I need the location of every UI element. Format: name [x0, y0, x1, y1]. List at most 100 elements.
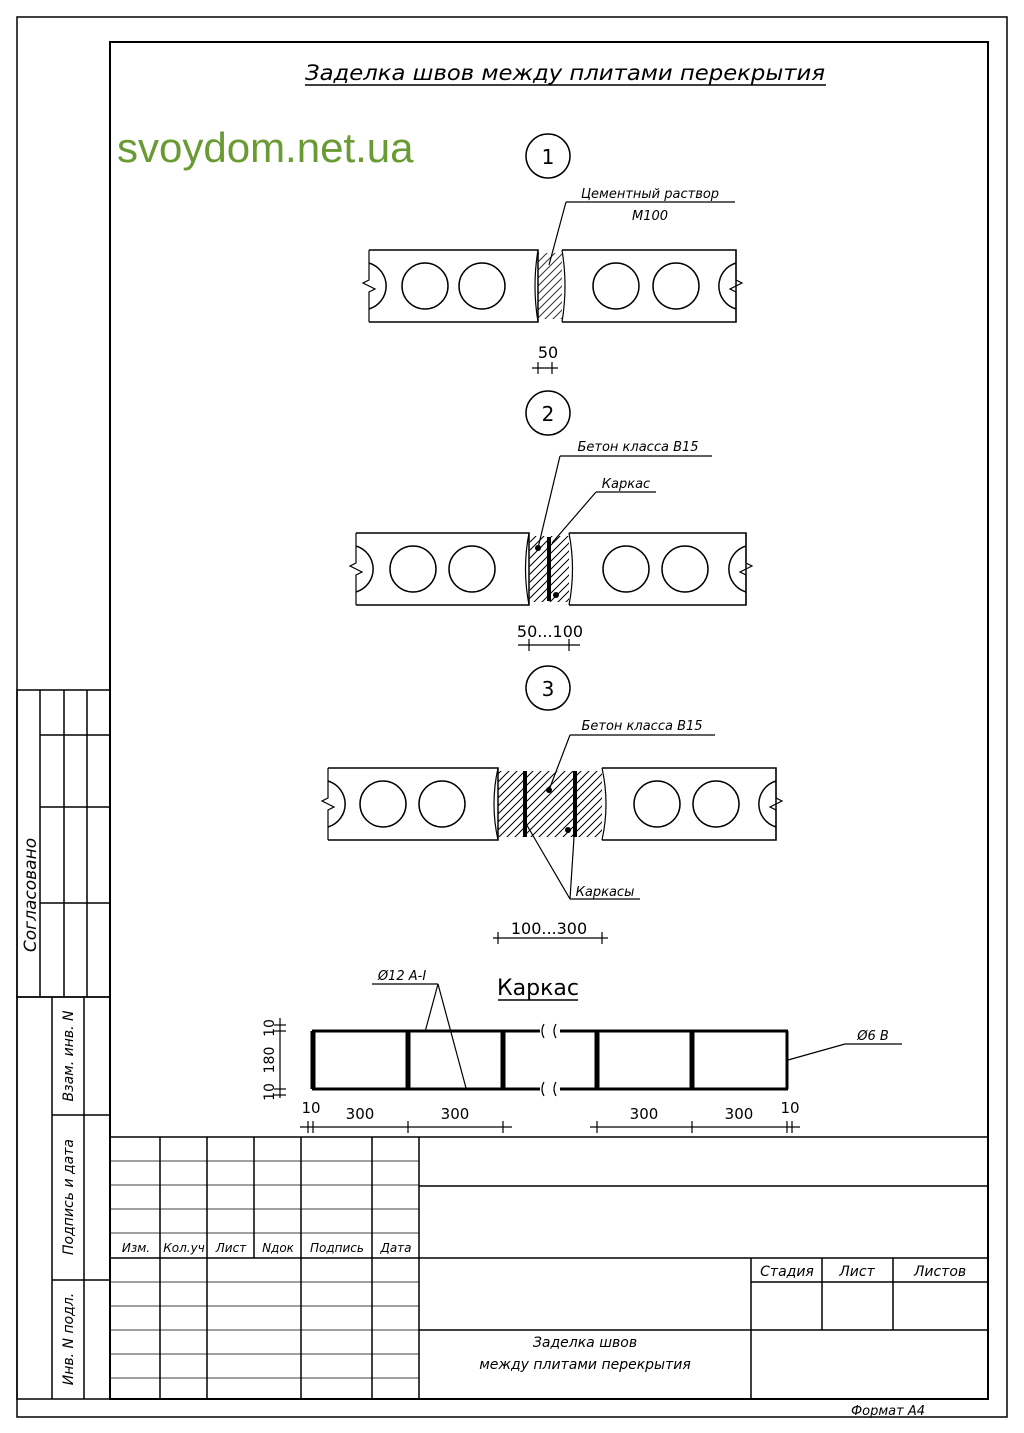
detail-2-void	[389, 545, 437, 593]
side-stamp-agreed: Согласовано	[21, 838, 41, 952]
detail-3-slab-right-break	[768, 768, 784, 840]
detail-1: 1 Цементный раствор М100 50	[361, 133, 744, 374]
title-block-name-2: между плитами перекрытия	[479, 1357, 691, 1373]
detail-3-joint-concrete	[498, 771, 602, 837]
detail-1-slab-left-outline	[369, 249, 539, 323]
detail-2-slab-left-break	[348, 533, 364, 605]
detail-3-label-concrete: Бетон класса В15	[581, 719, 702, 734]
drawing-frame	[109, 41, 989, 1400]
detail-1-slab-right-break	[728, 250, 744, 322]
side-stamp-inv-replace: Взам. инв. N	[61, 1010, 77, 1101]
detail-3-joint-edge	[601, 767, 607, 841]
detail-2-joint-edge	[524, 532, 530, 606]
drawing-title: Заделка швов между плитами перекрытия	[305, 61, 825, 85]
detail-3-slab-right-void-cut	[758, 780, 777, 828]
title-block-thin-rows	[110, 1160, 419, 1379]
detail-2-label-concrete: Бетон класса В15	[577, 440, 698, 455]
detail-2-frame-leader	[551, 491, 597, 544]
detail-2: 2 Бетон класса В15 Каркас 50...100	[348, 390, 754, 651]
side-stamp	[16, 689, 111, 1400]
frame-dim-top: 10	[262, 1019, 278, 1037]
detail-1-joint-edge	[534, 249, 539, 323]
detail-3-slab-left-outline	[328, 767, 499, 841]
detail-3-joint-edge	[493, 767, 499, 841]
detail-3-slab-right-outline	[602, 767, 777, 841]
detail-2-void	[661, 545, 709, 593]
detail-3-marker	[525, 665, 571, 711]
frame-bar-main-leader	[424, 983, 439, 1033]
title-block-name-1: Заделка швов	[533, 1335, 637, 1351]
detail-3-frames-leader	[524, 821, 571, 900]
outer-border	[16, 16, 1008, 1418]
title-block-header-sheet: Лист	[215, 1241, 247, 1255]
detail-2-rebar	[553, 592, 559, 598]
detail-1-number: 1	[542, 145, 555, 169]
detail-3: 3 Бетон класса В15 Каркасы 100...300	[320, 665, 784, 944]
detail-1-marker	[525, 133, 571, 179]
title-block-sheets: Листов	[913, 1264, 966, 1280]
detail-1-joint-edge	[561, 249, 566, 323]
title-block-header-doc: Nдок	[262, 1241, 295, 1255]
detail-1-dimension: 50	[538, 343, 558, 362]
frame-dim-spacing: 300	[630, 1105, 659, 1123]
detail-2-leader	[537, 455, 561, 549]
detail-1-void	[458, 262, 506, 310]
detail-2-label-frame: Каркас	[602, 477, 650, 492]
side-stamp-inv-original: Инв. N подл.	[61, 1293, 77, 1386]
title-block-header-signature: Подпись	[310, 1241, 364, 1255]
frame-break-mark	[541, 1023, 557, 1039]
detail-1-void	[401, 262, 449, 310]
title-block-header-change: Изм.	[122, 1241, 150, 1255]
detail-2-joint-edge	[568, 532, 574, 606]
frame-dim-mid: 180	[262, 1047, 278, 1074]
title-block-header-date: Дата	[379, 1241, 411, 1255]
detail-2-void	[602, 545, 650, 593]
detail-2-marker	[525, 390, 571, 436]
detail-1-slab-right-outline	[562, 249, 737, 323]
detail-3-slab-left-break	[320, 768, 336, 840]
frame-dim-spacing: 300	[346, 1105, 375, 1123]
detail-2-slab-right-void-cut	[728, 545, 747, 593]
format-label: Формат А4	[851, 1404, 925, 1419]
detail-2-dimension: 50...100	[517, 622, 583, 641]
detail-2-slab-left-outline	[356, 532, 530, 606]
frame-bar-main-leader	[437, 983, 467, 1089]
detail-3-rebar	[565, 827, 571, 833]
detail-2-rebar	[535, 545, 541, 551]
side-stamp-sign-date: Подпись и дата	[61, 1139, 77, 1255]
detail-1-label-2: М100	[632, 209, 668, 224]
frame-dim-right-edge: 10	[780, 1099, 799, 1117]
watermark: svoydom.net.ua	[117, 124, 414, 171]
frame-title: Каркас	[497, 976, 579, 1001]
detail-1-label-1: Цементный раствор	[581, 187, 719, 202]
detail-3-void	[359, 780, 407, 828]
detail-2-slab-right-outline	[569, 532, 747, 606]
detail-3-rebar	[546, 787, 552, 793]
title-block-header-qty: Кол.уч	[163, 1241, 205, 1255]
frame-dim-spacing: 300	[725, 1105, 754, 1123]
detail-2-slab-right-break	[738, 533, 754, 605]
detail-3-slab-left-void-cut	[327, 780, 346, 828]
detail-1-joint-mortar	[538, 253, 562, 319]
detail-2-number: 2	[542, 402, 555, 426]
detail-3-label-frames: Каркасы	[576, 885, 635, 900]
frame-break-mark	[541, 1081, 557, 1097]
detail-2-void	[448, 545, 496, 593]
frame-bar-cross-label: Ø6 В	[856, 1029, 889, 1044]
title-block-grid	[110, 1136, 988, 1399]
frame-bar-cross-leader	[787, 1043, 846, 1061]
detail-1-slab-left-break	[361, 250, 377, 322]
title-block-stage: Стадия	[760, 1264, 814, 1280]
detail-3-dimension: 100...300	[511, 919, 587, 938]
detail-1-void	[592, 262, 640, 310]
detail-1-slab-right-void-cut	[718, 262, 737, 310]
detail-3-void	[418, 780, 466, 828]
frame-bar-main-label: Ø12 А-I	[377, 969, 426, 984]
detail-3-number: 3	[542, 677, 555, 701]
detail-2-slab-left-void-cut	[355, 545, 374, 593]
detail-3-void	[692, 780, 740, 828]
frame-dim-spacing: 300	[441, 1105, 470, 1123]
frame-dim-left-edge: 10	[301, 1099, 320, 1117]
detail-1-slab-left-void-cut	[368, 262, 387, 310]
